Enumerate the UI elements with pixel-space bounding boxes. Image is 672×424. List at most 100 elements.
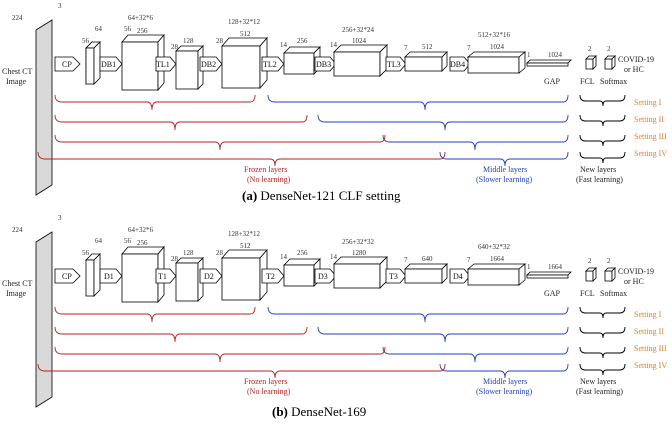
- growth-label: 640+32*32: [478, 243, 510, 251]
- op-label: TL3: [387, 60, 401, 69]
- output-label-line1: COVID-19: [618, 267, 654, 276]
- fcl-label: FCL: [580, 77, 595, 86]
- caption-text: DenseNet-169: [291, 404, 366, 419]
- dim-label: 28: [171, 255, 179, 263]
- middle-brackets: [267, 94, 569, 167]
- softmax-label: Softmax: [600, 289, 627, 298]
- feature-block-6: [333, 256, 388, 289]
- dim-label: 640: [422, 255, 433, 263]
- dim-label: 28: [216, 249, 224, 257]
- op-d1: D1: [99, 268, 123, 284]
- feature-block-4: [221, 248, 268, 302]
- op-cp: CP: [54, 268, 81, 284]
- dim-label: 1664: [490, 255, 505, 263]
- setting-label: Setting III: [634, 132, 667, 141]
- dim-label: 256: [297, 37, 308, 45]
- op-tl1: TL1: [155, 56, 177, 72]
- svg-text:(a) DenseNet-121 CLF setting: (a) DenseNet-121 CLF setting: [242, 188, 401, 203]
- feature-block-7: [404, 263, 448, 284]
- dim-label: 1664: [548, 263, 563, 271]
- op-label: DB3: [316, 60, 331, 69]
- op-d3: D3: [314, 268, 337, 284]
- dim-label: 128: [183, 249, 194, 257]
- middle-label-line2: (Slower learning): [476, 175, 533, 184]
- middle-label-line1: Middle layers: [483, 165, 527, 174]
- dim-label: 1280: [352, 249, 367, 257]
- caption-prefix: (b): [272, 404, 288, 419]
- op-d4: D4: [449, 268, 471, 284]
- dim-label: 1024: [548, 51, 563, 59]
- growth-label: 64+32*6: [128, 226, 153, 234]
- dim-label: 2: [607, 45, 611, 53]
- op-label: T2: [266, 272, 275, 281]
- op-t1: T1: [155, 268, 177, 284]
- fcl-block: [585, 55, 597, 70]
- gap-vector: [526, 271, 572, 279]
- dim-label: 512: [422, 43, 433, 51]
- feature-block-8: [466, 51, 527, 74]
- op-db1: DB1: [99, 56, 123, 72]
- op-label: DB2: [201, 60, 216, 69]
- growth-label: 128+32*12: [228, 230, 260, 238]
- setting-label: Setting I: [634, 98, 662, 107]
- dim-label: 64: [95, 237, 103, 245]
- growth-label: 512+32*16: [478, 31, 510, 39]
- feature-block-1: [85, 253, 101, 297]
- input-label-line2: Image: [6, 289, 26, 298]
- new-brackets: [579, 306, 626, 376]
- op-tl3: TL3: [385, 56, 407, 72]
- dim-label: 14: [330, 253, 338, 261]
- dim-label: 1024: [352, 37, 367, 45]
- frozen-label-line2: (No learning): [247, 387, 291, 396]
- input-channel-label: 3: [58, 214, 62, 222]
- gap-vector: [526, 59, 572, 67]
- output-label-line1: COVID-19: [618, 55, 654, 64]
- dim-label: 28: [216, 37, 224, 45]
- op-label: TL1: [156, 60, 170, 69]
- dim-label: 2: [588, 257, 592, 265]
- input-image-slab: [35, 19, 53, 196]
- dim-label: 7: [467, 44, 471, 52]
- setting-label: Setting II: [634, 115, 664, 124]
- dim-label: 1: [527, 51, 531, 59]
- op-cp: CP: [54, 56, 81, 72]
- dim-label: 7: [404, 44, 408, 52]
- op-tl2: TL2: [261, 56, 285, 72]
- setting-label: Setting II: [634, 327, 664, 336]
- dim-label: 512: [240, 242, 251, 250]
- dim-label: 1: [527, 263, 531, 271]
- growth-label: 256+32*32: [342, 238, 374, 246]
- feature-block-2: [121, 245, 165, 304]
- op-label: DB1: [101, 60, 116, 69]
- frozen-brackets: [37, 94, 446, 167]
- frozen-label-line1: Frozen layers: [244, 165, 287, 174]
- op-label: D4: [453, 272, 463, 281]
- op-label: T3: [389, 272, 398, 281]
- dim-label: 14: [280, 41, 288, 49]
- setting-label: Setting III: [634, 344, 667, 353]
- fcl-block: [585, 267, 597, 282]
- input-image-slab: [35, 231, 53, 408]
- feature-block-3: [175, 45, 204, 90]
- caption-text: DenseNet-121 CLF setting: [260, 188, 401, 203]
- feature-block-2: [121, 33, 165, 92]
- caption-prefix: (a): [242, 188, 257, 203]
- op-db2: DB2: [199, 56, 223, 72]
- feature-block-3: [175, 257, 204, 302]
- feature-block-8: [466, 263, 527, 286]
- op-label: D2: [204, 272, 214, 281]
- dim-label: 28: [171, 43, 179, 51]
- softmax-block: [604, 55, 616, 70]
- new-label-line2: (Fast learning): [576, 387, 623, 396]
- middle-brackets: [267, 306, 569, 379]
- input-label-line2: Image: [6, 77, 26, 86]
- dim-label: 2: [588, 45, 592, 53]
- panel-b: 224 3 Chest CT Image CP 56 64 D1 56 256 …: [2, 214, 667, 419]
- dim-label: 64: [95, 25, 103, 33]
- op-label: TL2: [263, 60, 277, 69]
- op-db3: DB3: [314, 56, 337, 72]
- dim-label: 1024: [490, 43, 505, 51]
- dim-label: 7: [467, 256, 471, 264]
- middle-label-line1: Middle layers: [483, 377, 527, 386]
- gap-label: GAP: [544, 77, 561, 86]
